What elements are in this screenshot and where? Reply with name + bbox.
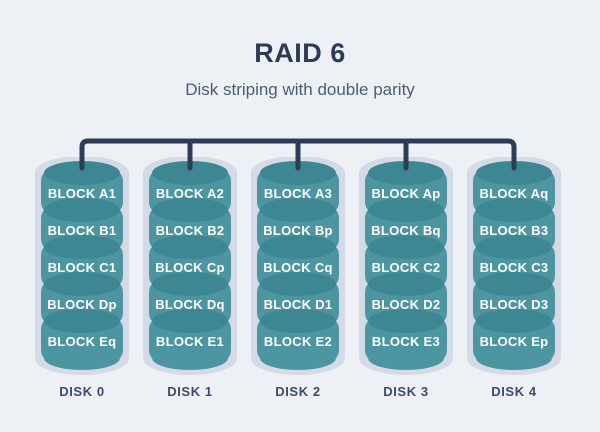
block-label: BLOCK B2 xyxy=(156,223,225,238)
cylinder-top xyxy=(368,235,444,259)
diagram-subtitle: Disk striping with double parity xyxy=(185,80,415,99)
cylinder-top xyxy=(152,161,228,185)
cylinder-top xyxy=(368,198,444,222)
disk-column-4: BLOCK Aq BLOCK B3 BLOCK C3 BLOCK D3 BLOCK Ep… xyxy=(466,157,562,399)
cylinder-top xyxy=(152,309,228,333)
disk-block: BLOCK E1 xyxy=(149,309,231,370)
cylinder-top xyxy=(152,198,228,222)
block-label: BLOCK Eq xyxy=(48,334,117,349)
disk-block: BLOCK Ep xyxy=(473,309,555,370)
block-label: BLOCK Cp xyxy=(155,260,225,275)
cylinder-top xyxy=(260,309,336,333)
block-label: BLOCK C2 xyxy=(372,260,441,275)
disk-block: BLOCK E2 xyxy=(257,309,339,370)
cylinder-body xyxy=(41,321,123,370)
cylinder-top xyxy=(260,161,336,185)
block-label: BLOCK Dp xyxy=(47,297,117,312)
cylinder-body xyxy=(257,321,339,370)
disk-label: DISK 4 xyxy=(491,384,537,399)
cylinder-top xyxy=(260,198,336,222)
block-label: BLOCK B3 xyxy=(480,223,549,238)
cylinder-top xyxy=(260,272,336,296)
block-label: BLOCK A1 xyxy=(48,186,116,201)
cylinder-body xyxy=(473,321,555,370)
disk-label: DISK 2 xyxy=(275,384,321,399)
block-label: BLOCK Cq xyxy=(263,260,333,275)
cylinder-top xyxy=(44,161,120,185)
block-label: BLOCK E1 xyxy=(156,334,224,349)
cylinder-top xyxy=(368,272,444,296)
cylinder-top xyxy=(152,235,228,259)
cylinder-top xyxy=(476,198,552,222)
cylinder-top xyxy=(476,309,552,333)
block-label: BLOCK B1 xyxy=(48,223,117,238)
block-label: BLOCK A2 xyxy=(156,186,224,201)
cylinder-top xyxy=(476,272,552,296)
cylinder-body xyxy=(365,321,447,370)
cylinder-top xyxy=(152,272,228,296)
block-label: BLOCK A3 xyxy=(264,186,332,201)
disk-column-1: BLOCK A2 BLOCK B2 BLOCK Cp BLOCK Dq BLOCK E1… xyxy=(142,157,238,399)
cylinder-top xyxy=(44,235,120,259)
block-label: BLOCK Dq xyxy=(155,297,225,312)
disk-block: BLOCK Eq xyxy=(41,309,123,370)
block-label: BLOCK Bq xyxy=(371,223,441,238)
block-label: BLOCK E2 xyxy=(264,334,332,349)
cylinder-top xyxy=(44,309,120,333)
disk-label: DISK 1 xyxy=(167,384,213,399)
block-label: BLOCK C3 xyxy=(480,260,549,275)
disk-column-3: BLOCK Ap BLOCK Bq BLOCK C2 BLOCK D2 BLOCK E3… xyxy=(358,157,454,399)
disk-label: DISK 3 xyxy=(383,384,429,399)
cylinder-top xyxy=(476,161,552,185)
block-label: BLOCK Bp xyxy=(263,223,333,238)
cylinder-top xyxy=(44,272,120,296)
cylinder-top xyxy=(368,309,444,333)
cylinder-top xyxy=(476,235,552,259)
diagram-title: RAID 6 xyxy=(254,38,346,68)
block-label: BLOCK Ap xyxy=(371,186,440,201)
disk-column-2: BLOCK A3 BLOCK Bp BLOCK Cq BLOCK D1 BLOCK E2… xyxy=(250,157,346,399)
block-label: BLOCK E3 xyxy=(372,334,440,349)
disk-block: BLOCK E3 xyxy=(365,309,447,370)
block-label: BLOCK C1 xyxy=(48,260,117,275)
block-label: BLOCK D2 xyxy=(372,297,441,312)
block-label: BLOCK D1 xyxy=(264,297,333,312)
disk-column-0: BLOCK A1 BLOCK B1 BLOCK C1 BLOCK Dp BLOCK Eq… xyxy=(34,157,130,399)
cylinder-top xyxy=(260,235,336,259)
cylinder-top xyxy=(44,198,120,222)
cylinder-body xyxy=(149,321,231,370)
cylinder-top xyxy=(368,161,444,185)
block-label: BLOCK Aq xyxy=(479,186,548,201)
block-label: BLOCK D3 xyxy=(480,297,549,312)
block-label: BLOCK Ep xyxy=(480,334,549,349)
disk-label: DISK 0 xyxy=(59,384,105,399)
